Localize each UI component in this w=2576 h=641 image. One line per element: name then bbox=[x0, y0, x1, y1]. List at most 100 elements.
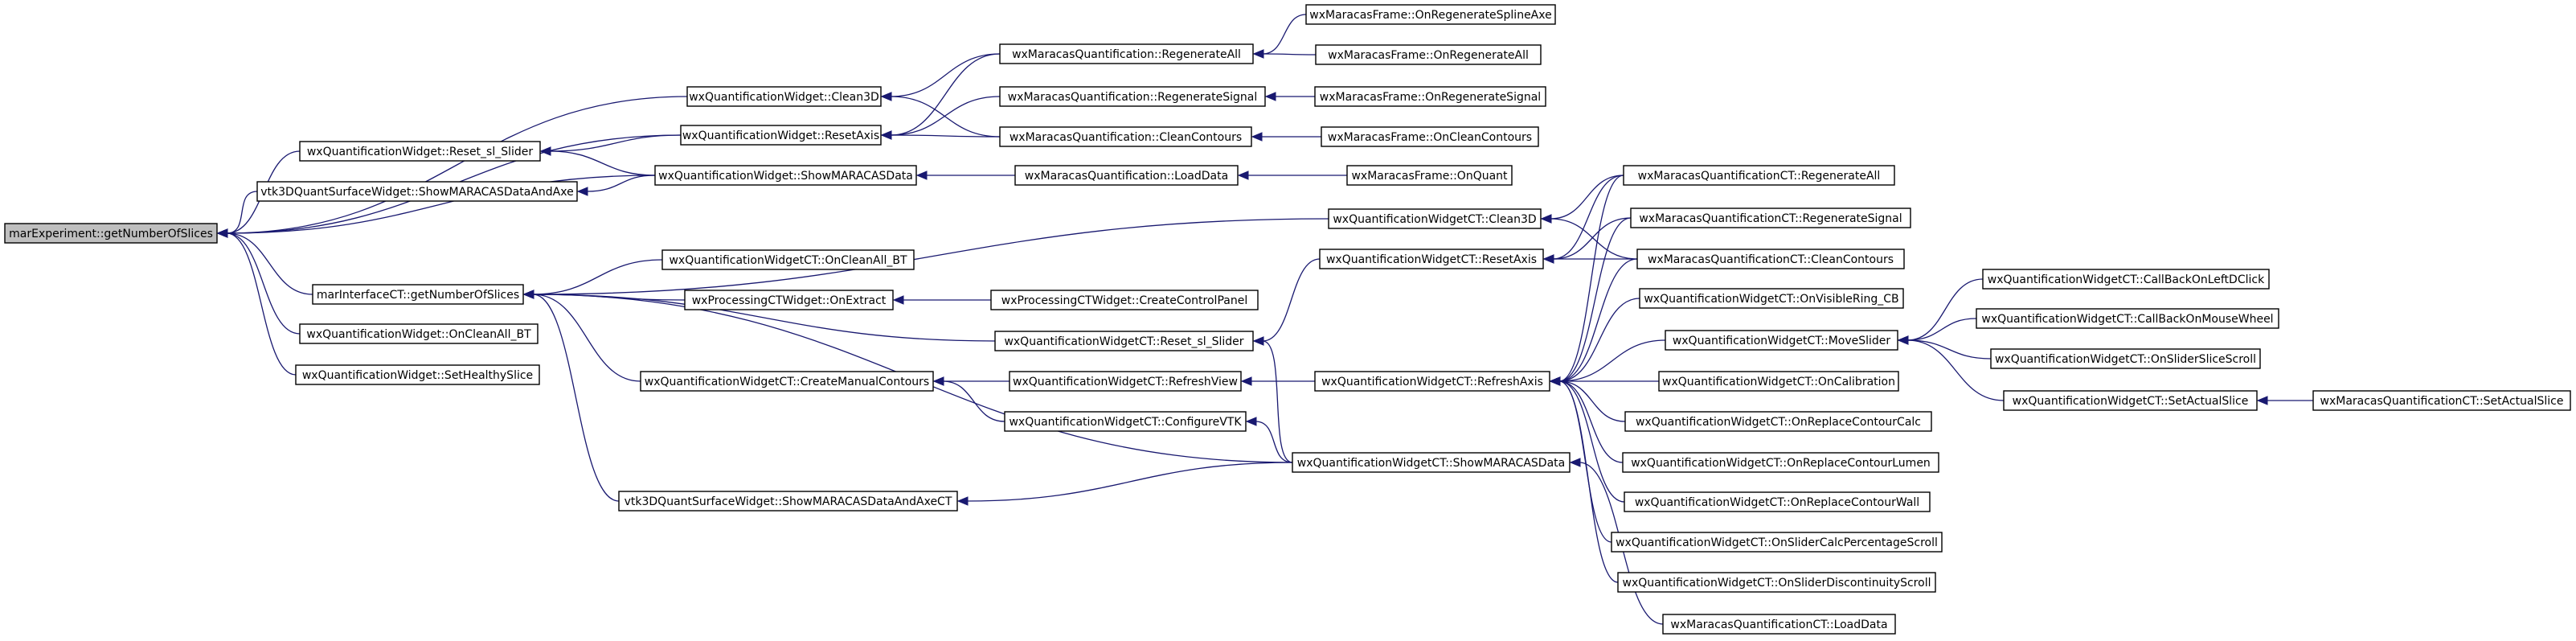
node-wxmaracasquantificationct-cleancontours[interactable]: wxMaracasQuantificationCT::CleanContours bbox=[1636, 249, 1905, 269]
edge-pct_createpanel-to-pct_onextract bbox=[892, 295, 991, 305]
node-wxmaracasquantificationct-regenerateall[interactable]: wxMaracasQuantificationCT::RegenerateAll bbox=[1623, 165, 1895, 186]
node-wxquantificationwidget-reset-sl-slider[interactable]: wxQuantificationWidget::Reset_sl_Slider bbox=[299, 141, 541, 162]
node-label: vtk3DQuantSurfaceWidget::ShowMARACASData… bbox=[625, 495, 952, 508]
node-wxquantificationwidgetct-reset-sl-slider[interactable]: wxQuantificationWidgetCT::Reset_sl_Slide… bbox=[994, 331, 1254, 351]
node-wxprocessingctwidget-createcontrolpanel[interactable]: wxProcessingCTWidget::CreateControlPanel bbox=[990, 290, 1259, 310]
node-wxprocessingctwidget-onextract[interactable]: wxProcessingCTWidget::OnExtract bbox=[684, 290, 894, 310]
node-wxmaracasquantification-regeneratesignal[interactable]: wxMaracasQuantification::RegenerateSigna… bbox=[999, 86, 1266, 107]
edge-qw_oncleanall-to-root bbox=[216, 228, 301, 335]
node-label: wxQuantificationWidget::ResetAxis bbox=[682, 129, 879, 142]
node-wxquantificationwidgetct-oncleanall-bt[interactable]: wxQuantificationWidgetCT::OnCleanAll_BT bbox=[661, 249, 915, 270]
node-wxquantificationwidgetct-onreplacecontourlumen[interactable]: wxQuantificationWidgetCT::OnReplaceConto… bbox=[1622, 452, 1939, 473]
node-label: marInterfaceCT::getNumberOfSlices bbox=[317, 289, 519, 302]
node-box bbox=[295, 364, 540, 385]
node-wxquantificationwidgetct-showmaracasdata[interactable]: wxQuantificationWidgetCT::ShowMARACASDat… bbox=[1292, 452, 1571, 473]
node-marexperiment-getnumberofslices[interactable]: marExperiment::getNumberOfSlices bbox=[4, 223, 218, 244]
node-wxquantificationwidgetct-clean3d[interactable]: wxQuantificationWidgetCT::Clean3D bbox=[1328, 208, 1542, 229]
node-box bbox=[1611, 532, 1943, 553]
node-wxquantificationwidgetct-callbackonmousewheel[interactable]: wxQuantificationWidgetCT::CallBackOnMous… bbox=[1976, 308, 2279, 329]
node-wxmaracasquantification-regenerateall[interactable]: wxMaracasQuantification::RegenerateAll bbox=[999, 43, 1254, 64]
node-wxquantificationwidgetct-oncalibration[interactable]: wxQuantificationWidgetCT::OnCalibration bbox=[1658, 371, 1899, 392]
node-wxmaracasframe-onregeneratesignal[interactable]: wxMaracasFrame::OnRegenerateSignal bbox=[1314, 86, 1546, 107]
node-wxmaracasquantificationct-regeneratesignal[interactable]: wxMaracasQuantificationCT::RegenerateSig… bbox=[1630, 208, 1911, 228]
node-vtk3dquantsurfacewidget-showmaracasdataandaxe[interactable]: vtk3DQuantSurfaceWidget::ShowMARACASData… bbox=[256, 181, 578, 202]
edge-mqct_setactual-to-qct_setactual bbox=[2256, 396, 2313, 405]
node-wxmaracasquantificationct-loaddata[interactable]: wxMaracasQuantificationCT::LoadData bbox=[1662, 614, 1896, 635]
node-label: wxMaracasQuantificationCT::LoadData bbox=[1670, 618, 1887, 631]
node-wxmaracasquantificationct-setactualslice[interactable]: wxMaracasQuantificationCT::SetActualSlic… bbox=[2312, 390, 2571, 411]
node-box bbox=[1636, 249, 1905, 269]
node-box bbox=[1004, 411, 1247, 432]
node-label: wxMaracasQuantificationCT::RegenerateSig… bbox=[1639, 212, 1902, 225]
node-wxquantificationwidget-clean3d[interactable]: wxQuantificationWidget::Clean3D bbox=[686, 86, 882, 107]
node-label: wxQuantificationWidgetCT::OnSliderDiscon… bbox=[1623, 577, 1931, 590]
node-box bbox=[256, 181, 578, 202]
node-wxquantificationwidgetct-resetaxis[interactable]: wxQuantificationWidgetCT::ResetAxis bbox=[1319, 249, 1544, 269]
node-box bbox=[1976, 308, 2279, 329]
node-wxquantificationwidgetct-moveslider[interactable]: wxQuantificationWidgetCT::MoveSlider bbox=[1665, 330, 1898, 351]
node-wxquantificationwidget-oncleanall-bt[interactable]: wxQuantificationWidget::OnCleanAll_BT bbox=[299, 323, 539, 344]
node-wxmaracasquantification-cleancontours[interactable]: wxMaracasQuantification::CleanContours bbox=[999, 126, 1252, 147]
node-wxmaracasframe-onquant[interactable]: wxMaracasFrame::OnQuant bbox=[1346, 165, 1513, 186]
node-label: wxQuantificationWidget::ShowMARACASData bbox=[658, 170, 913, 183]
node-box bbox=[1624, 411, 1932, 432]
node-label: wxQuantificationWidgetCT::MoveSlider bbox=[1673, 335, 1891, 347]
node-wxquantificationwidgetct-onslidercalcpercentagescroll[interactable]: wxQuantificationWidgetCT::OnSliderCalcPe… bbox=[1611, 532, 1943, 553]
node-wxquantificationwidgetct-callbackonleftdclick[interactable]: wxQuantificationWidgetCT::CallBackOnLeft… bbox=[1982, 269, 2270, 290]
node-wxquantificationwidgetct-refreshview[interactable]: wxQuantificationWidgetCT::RefreshView bbox=[1009, 371, 1242, 392]
node-label: wxQuantificationWidgetCT::ResetAxis bbox=[1326, 253, 1537, 266]
node-box bbox=[999, 126, 1252, 147]
node-box bbox=[990, 290, 1259, 310]
edge-mqct_clean-to-qct_resetaxis bbox=[1542, 254, 1637, 264]
node-wxmaracasframe-onregenerateall[interactable]: wxMaracasFrame::OnRegenerateAll bbox=[1315, 44, 1542, 65]
node-label: wxMaracasFrame::OnQuant bbox=[1351, 170, 1508, 183]
edge-qct_onsliderdisc-to-qct_refreshaxis bbox=[1549, 376, 1619, 583]
node-wxquantificationwidgetct-onsliderdiscontinuityscroll[interactable]: wxQuantificationWidgetCT::OnSliderDiscon… bbox=[1617, 572, 1936, 593]
edge-qct_show-to-qct_resetsl bbox=[1252, 336, 1293, 463]
node-box bbox=[640, 371, 934, 392]
node-box bbox=[654, 165, 917, 186]
node-box bbox=[1639, 288, 1904, 309]
edge-mq_clean-to-qw_resetaxis bbox=[880, 130, 1001, 140]
node-label: wxQuantificationWidget::Clean3D bbox=[689, 91, 879, 104]
node-box bbox=[1314, 371, 1550, 392]
edge-qw_clean3d-to-root bbox=[216, 96, 688, 238]
node-wxmaracasquantification-loaddata[interactable]: wxMaracasQuantification::LoadData bbox=[1014, 165, 1239, 186]
node-wxquantificationwidgetct-onreplacecontourcalc[interactable]: wxQuantificationWidgetCT::OnReplaceConto… bbox=[1624, 411, 1932, 432]
node-wxmaracasframe-oncleancontours[interactable]: wxMaracasFrame::OnCleanContours bbox=[1321, 126, 1539, 147]
node-vtk3dquantsurfacewidget-showmaracasdataandaxect[interactable]: vtk3DQuantSurfaceWidget::ShowMARACASData… bbox=[618, 491, 958, 512]
node-wxmaracasframe-onregeneratesplineaxe[interactable]: wxMaracasFrame::OnRegenerateSplineAxe bbox=[1305, 4, 1556, 25]
call-nodes: marExperiment::getNumberOfSliceswxQuanti… bbox=[4, 4, 2571, 635]
node-label: wxMaracasFrame::OnRegenerateAll bbox=[1328, 49, 1529, 62]
node-wxquantificationwidgetct-setactualslice[interactable]: wxQuantificationWidgetCT::SetActualSlice bbox=[2003, 390, 2258, 411]
edge-mf_clean-to-mq_clean bbox=[1251, 132, 1321, 142]
node-label: wxMaracasFrame::OnCleanContours bbox=[1328, 131, 1532, 144]
node-wxquantificationwidgetct-createmanualcontours[interactable]: wxQuantificationWidgetCT::CreateManualCo… bbox=[640, 371, 934, 392]
node-wxquantificationwidget-sethealthyslice[interactable]: wxQuantificationWidget::SetHealthySlice bbox=[295, 364, 540, 385]
node-box bbox=[1630, 208, 1911, 228]
node-label: wxQuantificationWidgetCT::Reset_sl_Slide… bbox=[1004, 335, 1243, 348]
node-label: wxQuantificationWidget::SetHealthySlice bbox=[302, 369, 533, 382]
edge-qct_onreplumen-to-qct_refreshaxis bbox=[1549, 376, 1624, 463]
node-label: wxQuantificationWidgetCT::OnVisibleRing_… bbox=[1644, 293, 1898, 306]
node-marinterfacect-getnumberofslices[interactable]: marInterfaceCT::getNumberOfSlices bbox=[312, 284, 524, 305]
node-wxquantificationwidgetct-onvisiblering-cb[interactable]: wxQuantificationWidgetCT::OnVisibleRing_… bbox=[1639, 288, 1904, 309]
node-box bbox=[2003, 390, 2258, 411]
node-box bbox=[2312, 390, 2571, 411]
node-wxquantificationwidget-showmaracasdata[interactable]: wxQuantificationWidget::ShowMARACASData bbox=[654, 165, 917, 186]
node-wxquantificationwidgetct-onsliderslicescroll[interactable]: wxQuantificationWidgetCT::OnSliderSliceS… bbox=[1990, 348, 2261, 369]
node-label: wxQuantificationWidgetCT::OnCalibration bbox=[1662, 376, 1895, 388]
node-box bbox=[680, 125, 882, 146]
node-box bbox=[1328, 208, 1542, 229]
node-wxquantificationwidgetct-refreshaxis[interactable]: wxQuantificationWidgetCT::RefreshAxis bbox=[1314, 371, 1550, 392]
node-wxquantificationwidgetct-configurevtk[interactable]: wxQuantificationWidgetCT::ConfigureVTK bbox=[1004, 411, 1247, 432]
node-box bbox=[1014, 165, 1239, 186]
node-label: wxQuantificationWidgetCT::ShowMARACASDat… bbox=[1297, 457, 1565, 470]
node-wxquantificationwidget-resetaxis[interactable]: wxQuantificationWidget::ResetAxis bbox=[680, 125, 882, 146]
node-label: marExperiment::getNumberOfSlices bbox=[9, 228, 213, 240]
node-box bbox=[1662, 614, 1896, 635]
node-wxquantificationwidgetct-onreplacecontourwall[interactable]: wxQuantificationWidgetCT::OnReplaceConto… bbox=[1624, 491, 1931, 512]
node-box bbox=[1617, 572, 1936, 593]
node-box bbox=[1622, 452, 1939, 473]
